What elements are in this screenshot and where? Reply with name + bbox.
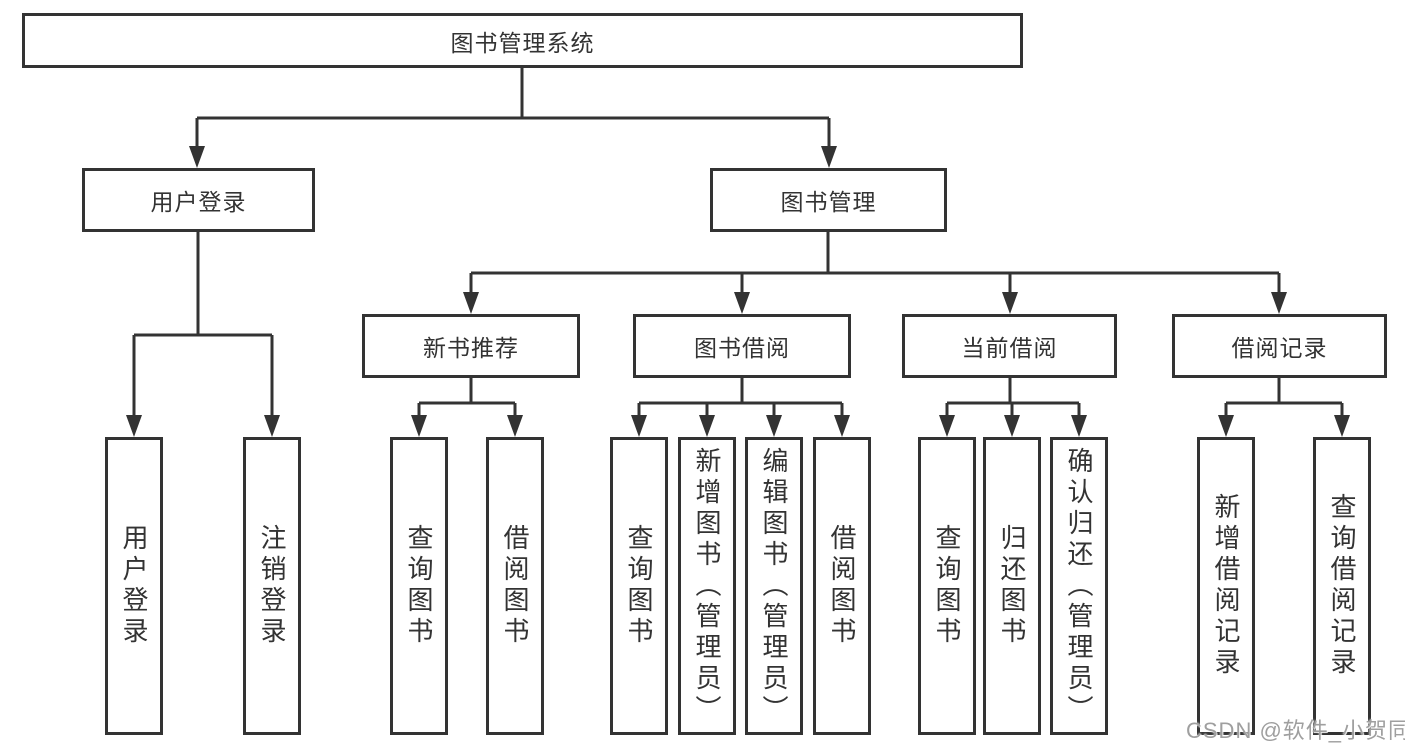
leaf-label: 查询图书 xyxy=(404,524,434,648)
leaf-label: 用户登录 xyxy=(119,524,149,648)
leaf-label: 查询借阅记录 xyxy=(1327,493,1357,679)
csdn-watermark: CSDN @软件_小贺同学 xyxy=(1186,718,1405,743)
leaf-return-books: 归还图书 xyxy=(983,437,1041,735)
node-library-management-system: 图书管理系统 xyxy=(22,13,1023,68)
leaf-label: 借阅图书 xyxy=(827,524,857,648)
node-book-borrowing: 图书借阅 xyxy=(633,314,851,378)
node-current-borrowing: 当前借阅 xyxy=(902,314,1117,378)
leaf-label: 编辑图书（管理员） xyxy=(759,446,789,726)
leaf-query-books: 查询图书 xyxy=(610,437,668,735)
leaf-label: 确认归还（管理员） xyxy=(1064,446,1094,726)
node-book-management: 图书管理 xyxy=(710,168,947,232)
leaf-query-books: 查询图书 xyxy=(390,437,448,735)
node-user-login: 用户登录 xyxy=(82,168,315,232)
leaf-confirm-return-admin: 确认归还（管理员） xyxy=(1050,437,1108,735)
leaf-label: 查询图书 xyxy=(932,524,962,648)
leaf-query-borrow-record: 查询借阅记录 xyxy=(1313,437,1371,735)
leaf-add-books-admin: 新增图书（管理员） xyxy=(678,437,736,735)
leaf-label: 新增图书（管理员） xyxy=(692,446,722,726)
leaf-label: 归还图书 xyxy=(997,524,1027,648)
node-new-book-recommend: 新书推荐 xyxy=(362,314,580,378)
leaf-add-borrow-record: 新增借阅记录 xyxy=(1197,437,1255,735)
leaf-label: 借阅图书 xyxy=(500,524,530,648)
leaf-label: 注销登录 xyxy=(257,524,287,648)
leaf-user-login: 用户登录 xyxy=(105,437,163,735)
leaf-edit-books-admin: 编辑图书（管理员） xyxy=(745,437,803,735)
leaf-borrow-books: 借阅图书 xyxy=(813,437,871,735)
leaf-label: 新增借阅记录 xyxy=(1211,493,1241,679)
leaf-label: 查询图书 xyxy=(624,524,654,648)
leaf-query-books: 查询图书 xyxy=(918,437,976,735)
leaf-borrow-books: 借阅图书 xyxy=(486,437,544,735)
node-borrowing-records: 借阅记录 xyxy=(1172,314,1387,378)
leaf-logout: 注销登录 xyxy=(243,437,301,735)
